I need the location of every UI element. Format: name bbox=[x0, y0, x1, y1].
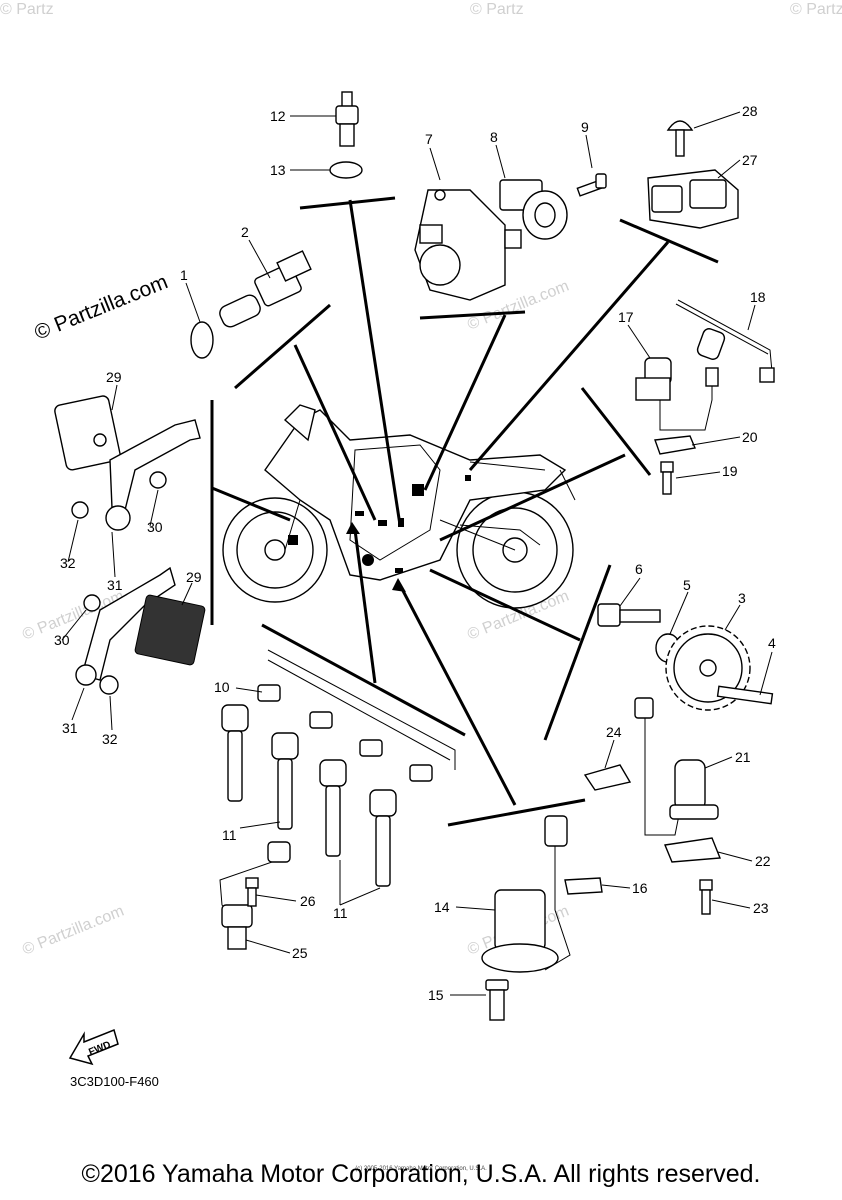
sensor-marker-dot bbox=[362, 554, 374, 566]
part-19-bolt bbox=[660, 461, 674, 495]
sensor-marker-1 bbox=[395, 568, 403, 573]
callout-19: 19 bbox=[722, 463, 738, 479]
callout-2: 2 bbox=[241, 224, 249, 240]
callout-28: 28 bbox=[742, 103, 758, 119]
part-10-harness bbox=[257, 649, 456, 782]
part-25-sensor bbox=[219, 841, 291, 950]
callout-13: 13 bbox=[270, 162, 286, 178]
part-16-clamp bbox=[564, 877, 603, 895]
callout-1: 1 bbox=[180, 267, 188, 283]
part-17-sensor bbox=[635, 357, 719, 431]
part-20-clamp bbox=[654, 435, 696, 455]
callout-20: 20 bbox=[742, 429, 758, 445]
sensor-marker-2 bbox=[412, 484, 424, 496]
part-24-clamp bbox=[583, 764, 632, 791]
part-28-bolt bbox=[666, 120, 694, 157]
part-7-throttle-sensor bbox=[414, 189, 522, 301]
callout-15: 15 bbox=[428, 987, 444, 1003]
callout-23: 23 bbox=[753, 900, 769, 916]
callout-3: 3 bbox=[738, 590, 746, 606]
fwd-arrow-icon: FWD bbox=[68, 1028, 119, 1066]
callout-25: 25 bbox=[292, 945, 308, 961]
callout-14: 14 bbox=[434, 899, 450, 915]
part-21-pickup bbox=[634, 697, 719, 836]
callout-22: 22 bbox=[755, 853, 771, 869]
part-31-grommet-top bbox=[105, 505, 131, 531]
callout-17: 17 bbox=[618, 309, 634, 325]
part-12-sensor bbox=[335, 91, 359, 147]
sensor-marker-6 bbox=[465, 475, 471, 481]
callout-11-a: 11 bbox=[222, 827, 237, 843]
callout-labels: 1 2 3 4 5 6 7 8 9 10 11 11 12 13 14 15 1… bbox=[54, 103, 776, 1003]
callout-8: 8 bbox=[490, 129, 498, 145]
part-6-bolt bbox=[597, 603, 661, 627]
part-23-bolt bbox=[699, 879, 713, 915]
part-30-nut-bottom bbox=[83, 594, 101, 612]
sensor-marker-5 bbox=[355, 511, 364, 516]
part-32-washer-top bbox=[71, 501, 89, 519]
part-18-lead bbox=[675, 299, 775, 383]
callout-leaders bbox=[61, 111, 773, 996]
callout-9: 9 bbox=[581, 119, 589, 135]
motorcycle-illustration bbox=[222, 404, 576, 609]
part-14-stator bbox=[481, 815, 571, 973]
part-15-bolt bbox=[485, 979, 509, 1021]
watermark-top-mid: © Partz bbox=[470, 1, 524, 18]
watermark-top-left: © Partz bbox=[0, 1, 54, 18]
part-9-screw bbox=[576, 173, 607, 197]
watermark-low-left: © Partzilla.com bbox=[20, 903, 126, 959]
callout-29-b: 29 bbox=[186, 569, 202, 585]
callout-16: 16 bbox=[632, 880, 648, 896]
part-27-map-sensor bbox=[647, 169, 739, 229]
callout-7: 7 bbox=[425, 131, 433, 147]
diagram-code: 3C3D100-F460 bbox=[70, 1074, 159, 1089]
callout-24: 24 bbox=[606, 724, 622, 740]
watermark-main: © Partzilla.com bbox=[31, 270, 171, 344]
part-bracket-top bbox=[109, 419, 201, 511]
group-leaders bbox=[211, 199, 670, 806]
part-1-o-ring bbox=[190, 321, 214, 359]
callout-30-a: 30 bbox=[147, 519, 163, 535]
callout-18: 18 bbox=[750, 289, 766, 305]
callout-32-a: 32 bbox=[60, 555, 76, 571]
part-29-reflector-bottom bbox=[134, 594, 206, 666]
group-dividers bbox=[210, 196, 719, 827]
callout-32-b: 32 bbox=[102, 731, 118, 747]
callout-21: 21 bbox=[735, 749, 751, 765]
part-11-ignition-coils bbox=[221, 704, 397, 887]
sensor-marker-7 bbox=[288, 535, 298, 545]
part-31-grommet-bottom bbox=[75, 664, 97, 686]
part-32-washer-bottom bbox=[99, 675, 119, 695]
callout-29-a: 29 bbox=[106, 369, 122, 385]
callout-31-b: 31 bbox=[62, 720, 78, 736]
callout-31-a: 31 bbox=[107, 577, 123, 593]
sensor-marker-4 bbox=[378, 520, 387, 526]
part-8-sensor bbox=[499, 179, 568, 240]
callout-4: 4 bbox=[768, 635, 776, 651]
callout-11-b: 11 bbox=[333, 905, 348, 921]
callout-27: 27 bbox=[742, 152, 758, 168]
callout-26: 26 bbox=[300, 893, 316, 909]
callout-5: 5 bbox=[683, 577, 691, 593]
callout-12: 12 bbox=[270, 108, 286, 124]
part-22-clamp bbox=[664, 837, 722, 863]
copyright-notice: ©2016 Yamaha Motor Corporation, U.S.A. A… bbox=[81, 1160, 761, 1188]
callout-30-b: 30 bbox=[54, 632, 70, 648]
callout-10: 10 bbox=[214, 679, 230, 695]
part-13-washer bbox=[329, 161, 363, 179]
part-29-reflector-top bbox=[54, 395, 121, 471]
small-copyright: (c) 2005-2016 Yamaha Motor Corporation, … bbox=[355, 1166, 487, 1172]
part-26-bolt bbox=[245, 877, 259, 907]
part-30-nut-top bbox=[149, 471, 167, 489]
part-4-shaft bbox=[716, 685, 774, 705]
part-2-temp-sensor bbox=[219, 250, 312, 328]
callout-6: 6 bbox=[635, 561, 643, 577]
watermark-top-right: © Partz bbox=[790, 1, 842, 18]
